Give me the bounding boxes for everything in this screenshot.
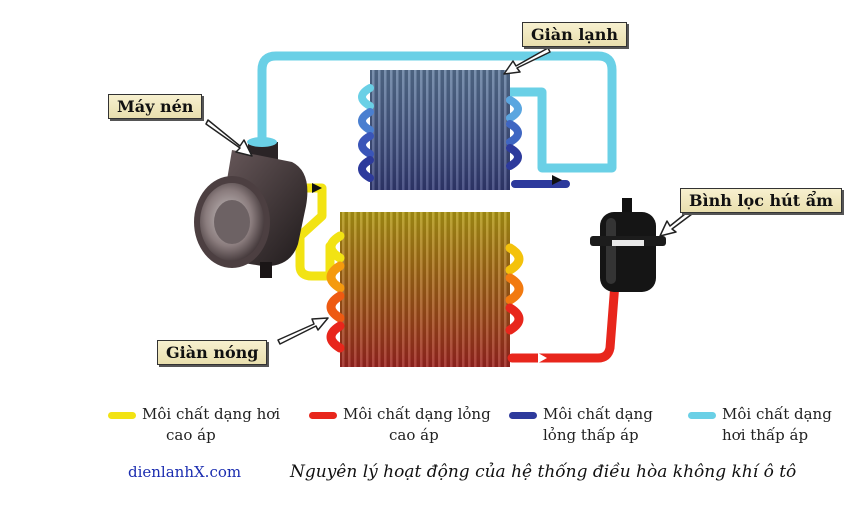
label-condenser: Giàn nóng: [157, 340, 268, 365]
legend-line2: lỏng thấp áp: [543, 426, 639, 444]
legend-line1: Môi chất dạng hơi: [142, 405, 281, 423]
legend-line1: Môi chất dạng: [722, 405, 832, 423]
legend-swatch-dark-blue: [509, 412, 537, 419]
legend-line2: cao áp: [166, 426, 216, 444]
evaporator-coil: [358, 70, 522, 190]
website-label: dienlanhX.com: [128, 463, 242, 481]
diagram-caption: Nguyên lý hoạt động của hệ thống điều hò…: [290, 462, 797, 482]
legend-swatch-yellow: [108, 412, 136, 419]
legend-line1: Môi chất dạng lỏng: [343, 405, 491, 423]
legend-line1: Môi chất dạng: [543, 405, 653, 423]
low-pressure-vapor-line: [257, 51, 617, 173]
legend-swatch-light-blue: [688, 412, 716, 419]
label-evaporator: Giàn lạnh: [522, 22, 628, 47]
legend-line2: hơi thấp áp: [722, 426, 809, 444]
condenser-coil: [326, 212, 524, 367]
legend-line2: cao áp: [389, 426, 439, 444]
compressor: [194, 137, 308, 278]
label-compressor: Máy nén: [108, 94, 203, 119]
receiver-drier: [590, 198, 666, 292]
high-pressure-vapor-line: [295, 183, 335, 281]
label-receiver-drier: Bình lọc hút ẩm: [680, 188, 843, 213]
legend-swatch-red: [309, 412, 337, 419]
callout-arrows: [205, 47, 693, 345]
